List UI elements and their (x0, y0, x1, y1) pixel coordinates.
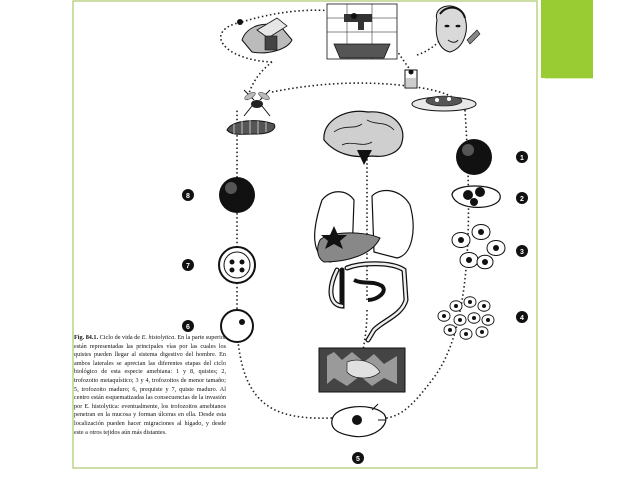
hand-arc (220, 21, 273, 63)
faucet-illustration (326, 3, 398, 60)
stage-7-mature-cyst (218, 246, 256, 284)
fly-illustration (243, 89, 271, 117)
stage-3-trophozoites (451, 224, 506, 270)
ulcer-micrograph (318, 347, 406, 393)
stage-5-trophozoite (331, 403, 387, 438)
stage-label-5: 5 (356, 456, 360, 463)
stage-badge-5: 5 (352, 452, 364, 464)
stage-1-cyst (456, 139, 492, 175)
anatomy-illustration (314, 110, 414, 343)
caption-text: . En la parte superior están representad… (74, 334, 227, 436)
life-cycle-figure: 1 2 3 4 5 6 7 8 (72, 0, 538, 469)
stage-2-trophozoite (451, 185, 501, 208)
brain-icon (323, 110, 404, 158)
stage-label-1: 1 (520, 155, 524, 162)
stage-6-precyst (220, 309, 254, 343)
stage-label-7: 7 (186, 263, 190, 270)
stage-badge-1: 1 (516, 151, 528, 163)
caption-lead: Ciclo de vida de (99, 334, 141, 341)
stage-label-3: 3 (520, 249, 524, 256)
larva-illustration (226, 120, 276, 135)
stage-badge-8: 8 (182, 189, 194, 201)
stage-badge-6: 6 (182, 320, 194, 332)
stage-8-cyst (219, 177, 255, 213)
stage-badge-2: 2 (516, 192, 528, 204)
glass-illustration (404, 69, 418, 89)
stage-badges: 1 2 3 4 5 6 7 8 (182, 151, 528, 464)
stage-badge-4: 4 (516, 311, 528, 323)
stage-badge-7: 7 (182, 259, 194, 271)
stage-label-4: 4 (520, 315, 524, 322)
right-path (361, 109, 470, 420)
stage-label-8: 8 (186, 193, 190, 200)
fly-arc (271, 82, 466, 111)
lung-right-icon (371, 189, 414, 259)
stage-label-6: 6 (186, 324, 190, 331)
hands-illustration (237, 17, 293, 54)
face-illustration (435, 5, 481, 53)
stage-4-trophozoites (437, 296, 495, 340)
plate-illustration (411, 95, 477, 112)
stage-label-2: 2 (520, 196, 524, 203)
figure-caption: Fig. 84.1. Ciclo de vida de E. histolyti… (74, 334, 226, 437)
stage-badge-3: 3 (516, 245, 528, 257)
accent-block (541, 0, 593, 78)
caption-species: E. histolytica (141, 334, 175, 341)
caption-label: Fig. 84.1. (74, 334, 99, 341)
abscess-star-icon (321, 226, 347, 249)
